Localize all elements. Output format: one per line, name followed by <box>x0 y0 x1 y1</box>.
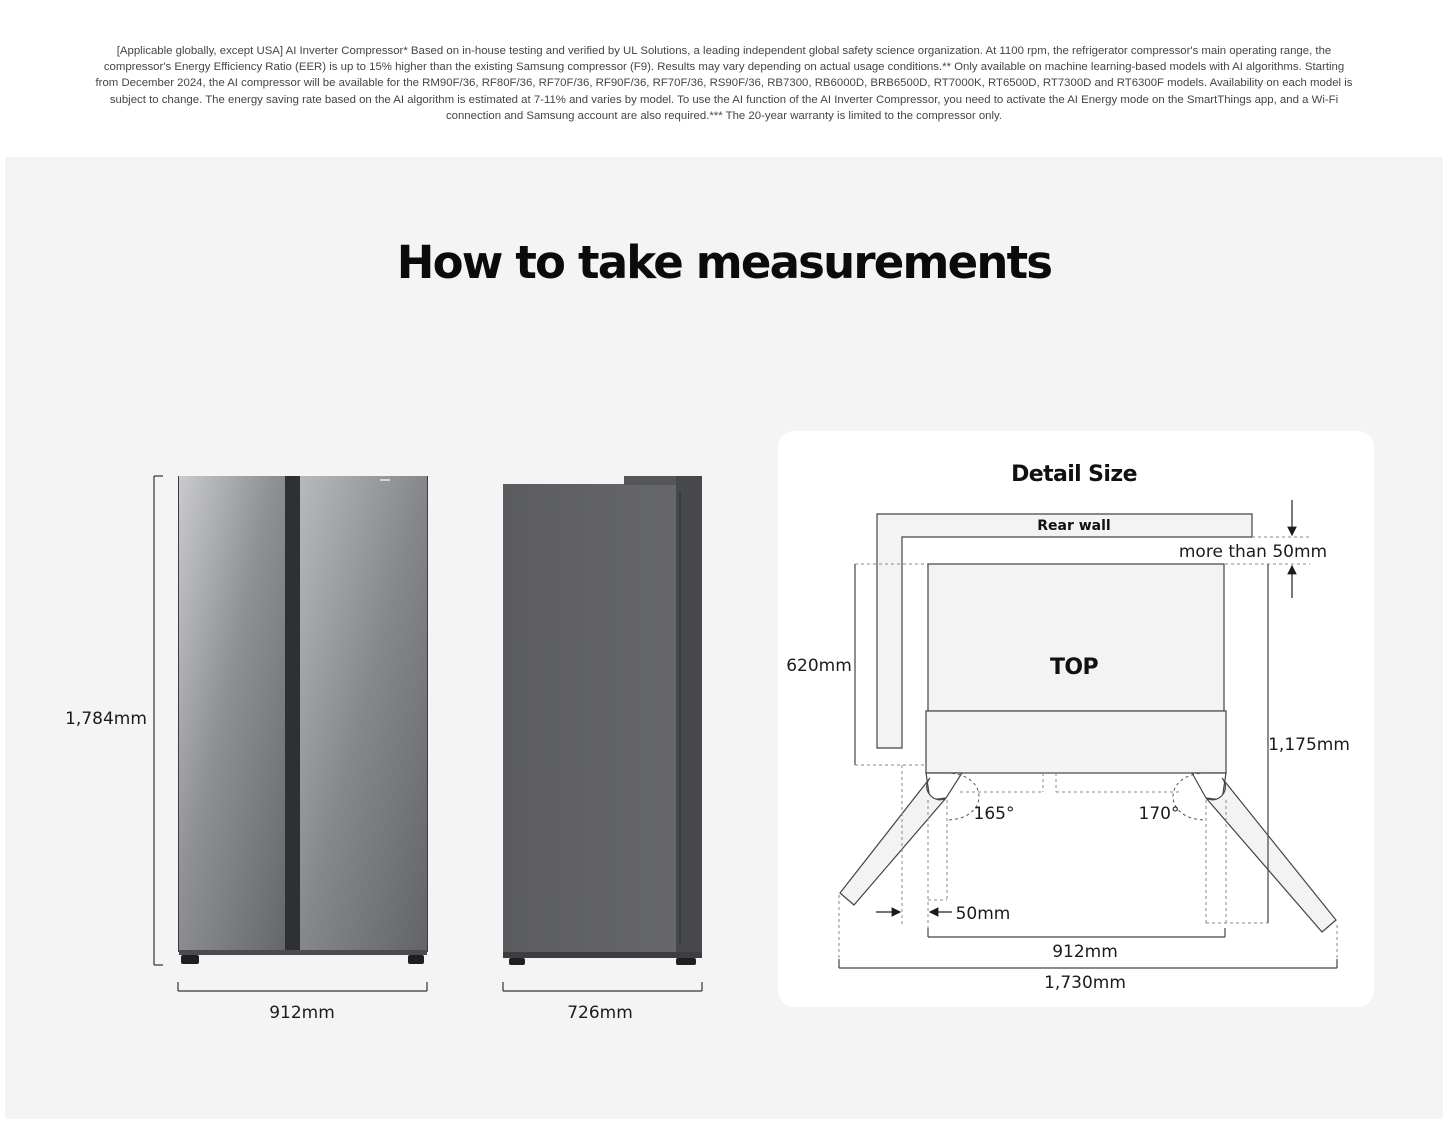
left-angle-label: 165° <box>974 804 1015 824</box>
side-front-foot <box>676 958 696 965</box>
front-view-fridge: 1,784mm 912mm <box>65 475 428 1023</box>
front-width-label: 912mm <box>269 1003 335 1023</box>
side-rear-foot <box>509 958 525 965</box>
door-gap <box>285 476 300 950</box>
detail-title: Detail Size <box>1011 462 1137 487</box>
rear-wall-shape <box>876 513 1253 749</box>
page-heading: How to take measurements <box>396 236 1053 289</box>
side-depth-label: 726mm <box>567 1003 633 1023</box>
right-open-door <box>1205 777 1337 933</box>
side-body <box>503 484 676 958</box>
clearance-label: more than 50mm <box>1179 542 1327 562</box>
side-gap-label: 50mm <box>956 904 1011 924</box>
rear-wall-label: Rear wall <box>1037 518 1110 534</box>
left-open-door <box>839 777 947 906</box>
detail-width-label: 912mm <box>1052 942 1118 962</box>
open-depth-label: 1,175mm <box>1268 735 1350 755</box>
open-width-label: 1,730mm <box>1044 973 1126 993</box>
disclaimer-text: [Applicable globally, except USA] AI Inv… <box>95 45 1353 122</box>
right-angle-label: 170° <box>1139 804 1180 824</box>
right-door <box>300 476 427 950</box>
depth-label: 620mm <box>786 656 852 676</box>
brand-badge <box>380 479 390 481</box>
front-height-label: 1,784mm <box>65 709 147 729</box>
top-label: TOP <box>1050 655 1099 680</box>
left-angle-arc <box>945 772 980 821</box>
fridge-top-outline <box>927 563 1225 712</box>
detail-size-card: Detail Size Rear wall more than 50mm 620… <box>778 431 1374 1007</box>
right-angle-arc <box>1172 772 1207 821</box>
door-front-band <box>925 710 1227 774</box>
side-view-fridge: 726mm <box>502 476 703 1023</box>
front-left-foot <box>181 955 199 964</box>
front-right-foot <box>408 955 424 964</box>
left-door <box>179 476 285 950</box>
